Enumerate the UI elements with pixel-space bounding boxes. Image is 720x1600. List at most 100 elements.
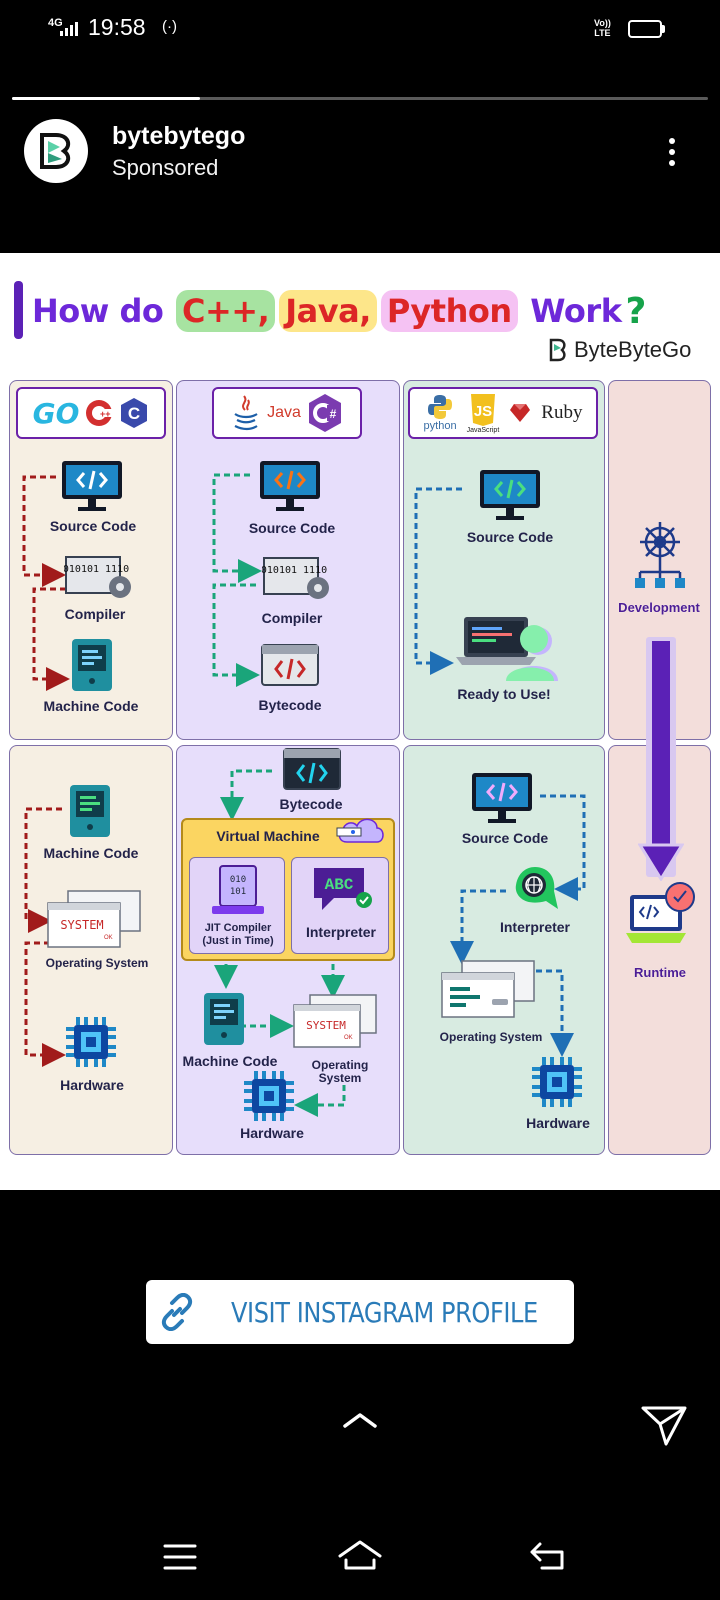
arrow-compiler-to-machine bbox=[32, 587, 70, 691]
development-helm-icon bbox=[635, 522, 685, 588]
operating-system-icon: SYSTEM OK bbox=[293, 994, 377, 1048]
dev-to-runtime-arrow bbox=[652, 641, 670, 851]
arrow-machine-to-os bbox=[24, 807, 62, 933]
interpreter-speech-icon: ABC bbox=[314, 868, 372, 910]
ready-to-use-icon bbox=[456, 617, 558, 681]
ruby-logo-icon bbox=[510, 404, 531, 422]
arrow-source-to-compiler bbox=[22, 475, 66, 587]
svg-text:101: 101 bbox=[230, 887, 246, 897]
cloud-server-icon bbox=[336, 818, 384, 843]
bytebytego-logo-icon bbox=[549, 338, 566, 362]
arrow-interpreter-to-os-py bbox=[450, 889, 506, 965]
battery-level: 82 bbox=[638, 22, 652, 36]
svg-text:1010101 1110: 1010101 1110 bbox=[262, 565, 327, 576]
label-machine-code-java: Machine Code bbox=[182, 1053, 278, 1069]
arrow-source-to-interpreter bbox=[540, 794, 586, 901]
bytecode-icon bbox=[261, 644, 319, 686]
logos-go-cpp-c: GO ++ C bbox=[16, 387, 166, 439]
brand-label: ByteByteGo bbox=[548, 335, 691, 365]
label-operating-system: Operating System bbox=[45, 956, 149, 970]
account-name[interactable]: bytebytego bbox=[112, 122, 246, 150]
label-source-code: Source Code bbox=[49, 518, 137, 534]
chevron-up-icon[interactable] bbox=[342, 1410, 378, 1430]
label-compiler: Compiler bbox=[64, 606, 126, 622]
battery-tip bbox=[662, 25, 665, 33]
arrow-source-to-ready bbox=[414, 487, 462, 675]
label-operating-system-py: Operating System bbox=[439, 1030, 543, 1044]
system-navigation-bar bbox=[0, 1530, 720, 1600]
interpreter-box: ABC Interpreter bbox=[291, 857, 389, 954]
label-ready-to-use: Ready to Use! bbox=[457, 686, 551, 702]
label-hardware-java: Hardware bbox=[240, 1125, 304, 1141]
label-bytecode: Bytecode bbox=[258, 697, 322, 713]
hardware-chip-icon bbox=[244, 1071, 294, 1121]
label-hardware: Hardware bbox=[60, 1077, 124, 1093]
svg-text:++: ++ bbox=[100, 409, 111, 419]
send-icon[interactable] bbox=[640, 1404, 688, 1448]
label-operating-system-java: Operating System bbox=[311, 1058, 369, 1085]
label-development: Development bbox=[618, 600, 700, 615]
svg-text:#: # bbox=[330, 407, 337, 421]
signal-icon bbox=[60, 22, 78, 36]
label-runtime: Runtime bbox=[634, 965, 686, 980]
more-options-button[interactable] bbox=[660, 132, 684, 172]
label-hardware-py: Hardware bbox=[526, 1115, 590, 1131]
panel-interpreted-dev bbox=[403, 380, 605, 740]
machine-code-icon bbox=[204, 993, 244, 1045]
label-machine-code-runtime: Machine Code bbox=[43, 845, 139, 861]
title-accent bbox=[14, 281, 23, 339]
arrow-source-to-compiler-java bbox=[212, 473, 262, 583]
go-logo-icon: GO bbox=[32, 396, 80, 430]
label-source-code-py: Source Code bbox=[466, 529, 554, 545]
compiler-icon: 1010101 1110 bbox=[64, 556, 131, 598]
monitor-code-icon bbox=[62, 461, 122, 511]
visit-profile-label: VISIT INSTAGRAM PROFILE bbox=[230, 1295, 538, 1329]
label-jit-compiler: JIT Compiler (Just in Time) bbox=[202, 922, 274, 947]
infographic[interactable]: How do C++, Java, Python Work ? ByteByte… bbox=[0, 253, 720, 1190]
label-machine-code: Machine Code bbox=[43, 698, 139, 714]
label-interpreter-java: Interpreter bbox=[305, 924, 377, 940]
avatar[interactable] bbox=[24, 119, 88, 183]
volte-indicator: Vo)) LTE bbox=[594, 18, 611, 38]
arrow-os-to-hardware bbox=[24, 941, 66, 1067]
clock: 19:58 bbox=[88, 14, 146, 40]
battery-icon: 82 bbox=[628, 20, 662, 38]
visit-instagram-profile-button[interactable]: VISIT INSTAGRAM PROFILE bbox=[146, 1280, 574, 1344]
label-bytecode-runtime: Bytecode bbox=[279, 796, 343, 812]
hotspot-icon: (·) bbox=[162, 18, 177, 35]
c-logo-icon: C bbox=[121, 398, 148, 428]
more-vertical-icon bbox=[669, 138, 675, 144]
java-logo-icon bbox=[234, 395, 258, 431]
machine-code-icon bbox=[70, 785, 110, 837]
machine-code-icon bbox=[72, 639, 112, 691]
down-arrow-head-icon bbox=[638, 843, 684, 881]
svg-text:1010101 1110: 1010101 1110 bbox=[64, 564, 129, 575]
jit-compiler-icon: 010 101 bbox=[212, 865, 264, 914]
csharp-logo-icon: # bbox=[308, 394, 341, 432]
logos-python-js-ruby: python JS JavaScript Ruby bbox=[408, 387, 598, 439]
arrow-compiler-to-bytecode bbox=[212, 583, 260, 687]
svg-text:JS: JS bbox=[474, 403, 492, 420]
bytebytego-logo-icon bbox=[40, 133, 71, 169]
back-icon[interactable] bbox=[528, 1540, 568, 1572]
jit-compiler-box: 010 101 JIT Compiler (Just in Time) bbox=[189, 857, 285, 954]
arrow-bytecode-to-vm bbox=[220, 769, 272, 821]
svg-text:SYSTEM: SYSTEM bbox=[306, 1019, 346, 1032]
sponsored-label: Sponsored bbox=[112, 155, 219, 180]
svg-text:ABC: ABC bbox=[325, 876, 354, 894]
operating-system-icon: SYSTEM OK bbox=[47, 890, 141, 948]
title-java: Java, bbox=[279, 290, 377, 332]
menu-icon[interactable] bbox=[162, 1542, 198, 1572]
hardware-chip-icon bbox=[66, 1017, 116, 1067]
title-python: Python bbox=[380, 290, 518, 332]
flow-arrows bbox=[22, 473, 586, 1117]
operating-system-icon bbox=[441, 960, 535, 1018]
title-cpp: C++, bbox=[176, 290, 276, 332]
hardware-chip-icon bbox=[532, 1057, 582, 1107]
home-icon[interactable] bbox=[336, 1538, 384, 1574]
label-compiler-java: Compiler bbox=[261, 610, 323, 626]
svg-text:010: 010 bbox=[230, 875, 246, 885]
virtual-machine-box: Virtual Machine 010 101 JIT Compiler (Ju… bbox=[181, 818, 395, 961]
infographic-title: How do C++, Java, Python Work ? bbox=[32, 290, 646, 332]
network-type: 4G bbox=[48, 17, 63, 29]
